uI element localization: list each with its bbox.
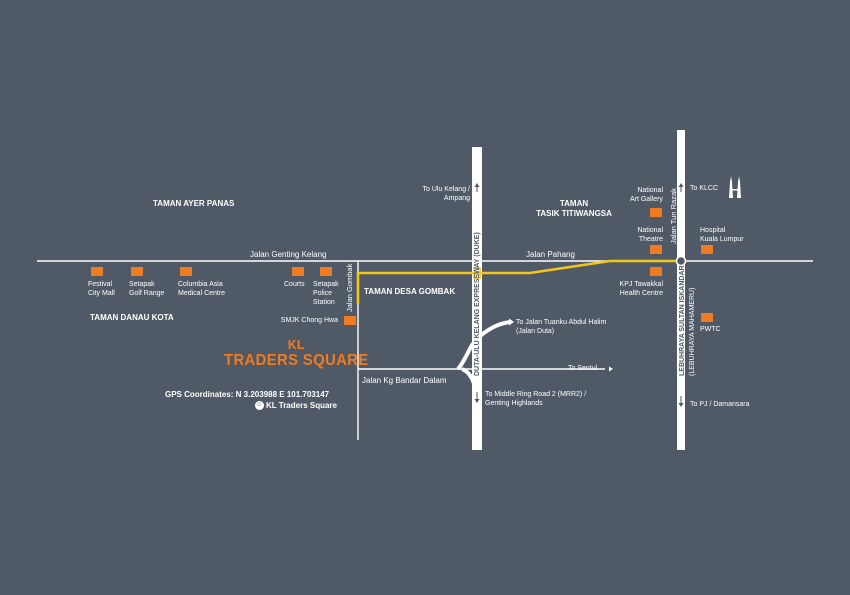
landmark-kpj-line2: Health Centre [619,290,663,297]
landmark-police-line1: Setapak [313,281,339,288]
road-label-lebuhraya-mahameru: (LEBUHRAYA MAHAMERU) [689,287,696,376]
arrow-right-sentul-icon [609,366,613,372]
landmark-setapak-golf-line2: Golf Range [129,290,165,297]
road-label-jalan-genting-kelang: Jalan Genting Kelang [250,250,327,259]
direction-sentul: To Sentul [568,365,598,372]
gps-waze-row: ☺KL Traders Square [255,400,337,411]
road-label-jalan-gombak: Jalan Gombak [345,263,354,312]
landmark-theatre-line1: National [637,227,663,234]
route-to-kl-traders-square [356,259,679,304]
landmark-national-theatre: National Theatre [620,226,663,244]
direction-ulu-kelang-line1: To Ulu Kelang / [422,186,470,193]
landmark-setapak-golf-line1: Setapak [129,281,155,288]
landmark-marker-hospital-kuala-lumpur [701,245,713,254]
landmark-kpj-line1: KPJ Tawakkal [619,281,663,288]
landmark-festival-city-mall: Festival City Mall [88,280,115,298]
landmark-marker-smjk-chong-hwa [344,316,356,325]
duke-expressway [472,147,482,450]
direction-mrr2-line2: Genting Highlands [485,400,543,407]
area-taman-ayer-panas: TAMAN AYER PANAS [153,199,235,208]
landmark-marker-columbia-asia [180,267,192,276]
road-label-duke: DUTA-ULU KELANG EXPRESSWAY (DUKE) [474,232,481,376]
direction-tuanku-line1: To Jalan Tuanku Abdul Halim [516,319,607,326]
kl-traders-square-logo: KL TRADERS SQUARE [224,337,369,370]
brand-line2: TRADERS SQUARE [224,352,369,369]
landmark-art-line1: National [637,187,663,194]
landmark-theatre-line2: Theatre [638,236,663,243]
klcc-towers-icon [729,176,741,198]
landmark-columbia-asia: Columbia Asia Medical Centre [178,280,225,298]
landmark-hospital-kuala-lumpur: Hospital Kuala Lumpur [700,226,744,244]
landmark-marker-national-art-gallery [650,208,662,217]
landmark-art-line2: Art Gallery [629,196,663,203]
gps-coordinates: GPS Coordinates: N 3.203988 E 101.703147 [165,390,330,399]
landmark-columbia-line2: Medical Centre [178,290,226,297]
lebuhraya-sultan-iskandar-road [677,130,685,450]
direction-klcc: To KLCC [690,185,719,192]
landmark-marker-festival-city-mall [91,267,103,276]
landmark-police-line2: Police [313,290,333,297]
landmark-hospital-line1: Hospital [700,227,726,234]
landmark-marker-kpj-tawakkal [650,267,662,276]
landmark-columbia-line1: Columbia Asia [178,281,223,288]
route-duke-crossing [473,267,481,279]
road-label-jalan-pahang: Jalan Pahang [526,250,575,259]
landmark-kpj-tawakkal: KPJ Tawakkal Health Centre [600,280,663,298]
area-taman-tasik-titiwangsa: TAMAN TASIK TITIWANGSA [524,199,624,219]
road-label-lebuhraya-sultan-iskandar: LEBUHRAYA SULTAN ISKANDAR [679,265,686,376]
landmark-setapak-golf-range: Setapak Golf Range [129,280,164,298]
direction-jalan-tuanku-abdul-halim: To Jalan Tuanku Abdul Halim (Jalan Duta) [516,318,606,336]
arrow-up-klcc-icon [678,183,684,192]
landmark-marker-setapak-golf-range [131,267,143,276]
landmark-festival-line1: Festival [88,281,113,288]
area-taman-danau-kota: TAMAN DANAU KOTA [90,313,174,322]
direction-ulu-kelang: To Ulu Kelang / Ampang [398,185,470,203]
landmark-smjk-chong-hwa: SMJK Chong Hwa [280,317,338,324]
waze-icon: ☺ [255,401,264,411]
direction-pj-damansara: To PJ / Damansara [690,401,750,408]
landmark-national-art-gallery: National Art Gallery [620,186,663,204]
landmark-police-line3: Station [313,299,335,306]
landmark-setapak-police-station: Setapak Police Station [313,280,339,307]
arrow-right-tuanku-icon [509,318,514,326]
landmark-hospital-line2: Kuala Lumpur [700,236,744,243]
direction-mrr2: To Middle Ring Road 2 (MRR2) / Genting H… [485,390,586,408]
road-label-jalan-tun-razak: Jalan Tun Razak [669,188,678,244]
road-label-jalan-kg-bandar-dalam: Jalan Kg Bandar Dalam [362,376,447,385]
direction-mrr2-line1: To Middle Ring Road 2 (MRR2) / [485,391,587,398]
arrow-down-mrr2-icon [474,392,480,403]
area-taman-tasik-titiwangsa-line2: TASIK TITIWANGSA [536,209,612,218]
direction-tuanku-line2: (Jalan Duta) [516,328,555,335]
landmark-marker-setapak-police-station [320,267,332,276]
landmark-marker-pwtc [701,313,713,322]
landmark-festival-line2: City Mall [88,290,115,297]
area-taman-tasik-titiwangsa-line1: TAMAN [559,199,589,208]
landmark-marker-courts [292,267,304,276]
landmark-courts: Courts [284,281,305,288]
landmark-marker-national-theatre [650,245,662,254]
tun-razak-roundabout [675,255,687,267]
brand-line1: KL [287,337,305,352]
area-taman-desa-gombak: TAMAN DESA GOMBAK [364,287,456,296]
gps-waze-label: KL Traders Square [266,401,337,410]
arrow-up-ulu-kelang-icon [474,183,480,192]
duke-ramp-north [456,320,511,371]
landmark-pwtc: PWTC [700,326,721,333]
direction-ulu-kelang-line2: Ampang [443,195,470,202]
arrow-down-pj-icon [678,396,684,407]
